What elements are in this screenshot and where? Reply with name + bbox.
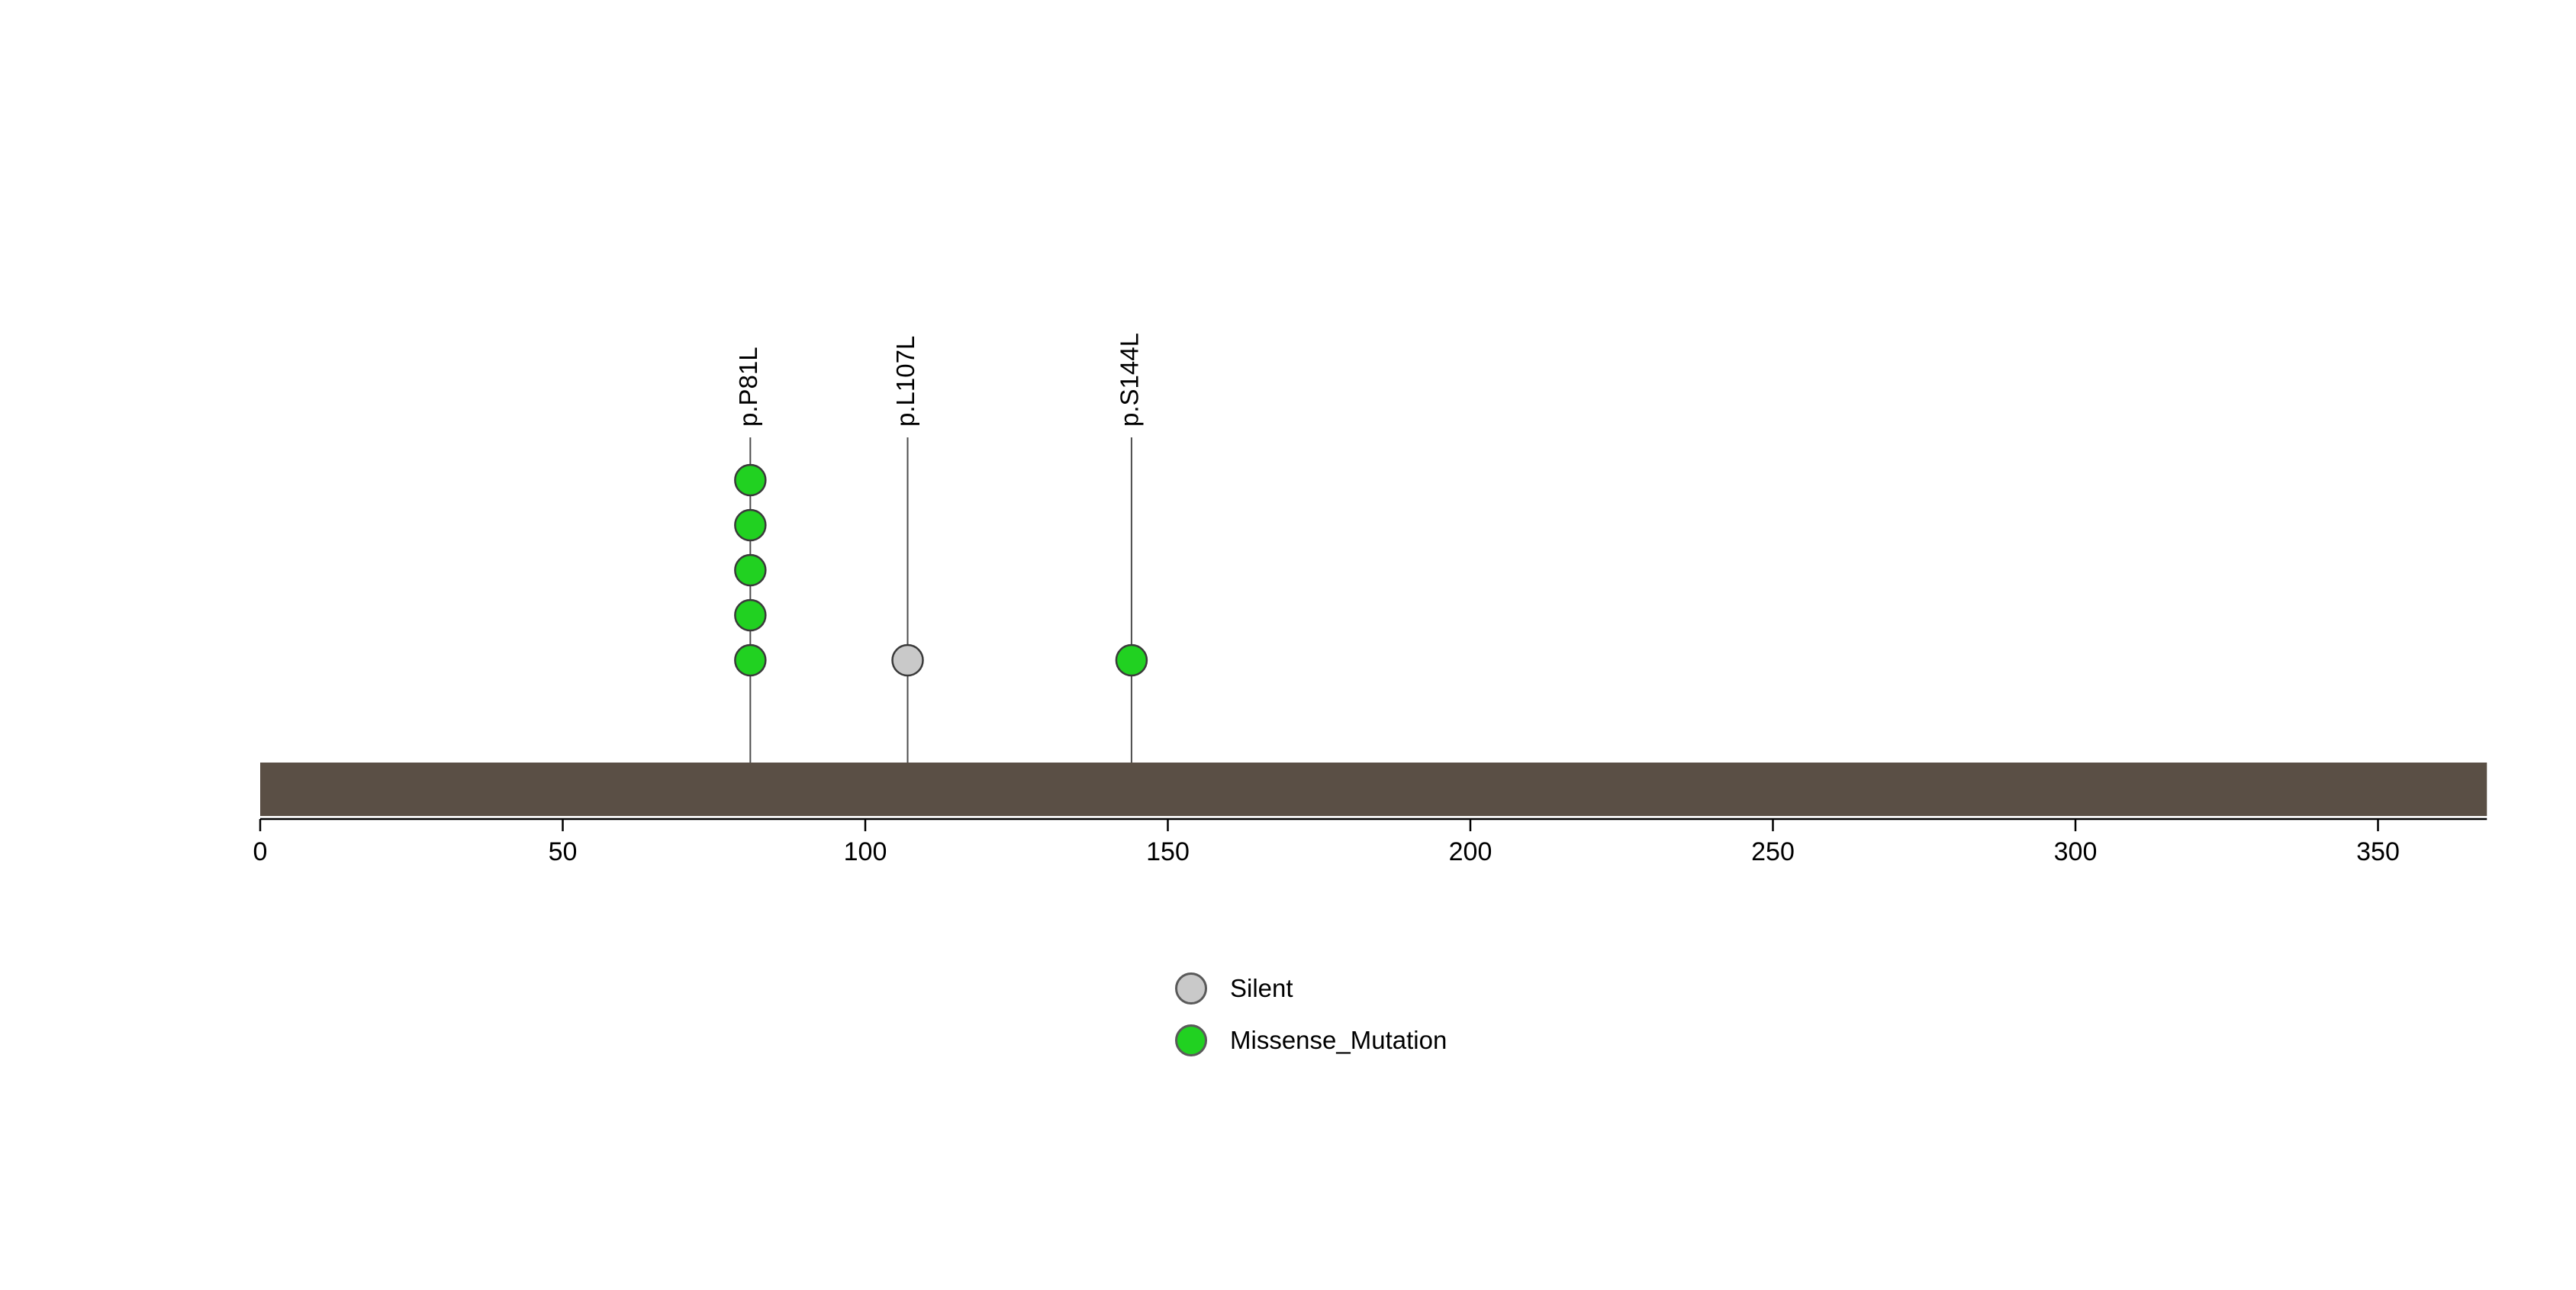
mutation-circle [891,643,924,677]
mutation-circle [734,598,767,632]
x-tick-label: 150 [1146,837,1190,866]
mutation-label: p.S144L [1116,333,1144,427]
legend-item-missense: Missense_Mutation [1175,1023,1447,1058]
mutation-circle [734,508,767,542]
mutation-circle [1115,643,1148,677]
mutation-label: p.P81L [734,347,762,427]
x-tick-label: 0 [253,837,268,866]
legend: Silent Missense_Mutation [1175,971,1447,1075]
legend-label-missense: Missense_Mutation [1230,1026,1447,1054]
mutation-circle [734,463,767,497]
x-tick-label: 50 [549,837,578,866]
legend-item-silent: Silent [1175,971,1447,1006]
missense-swatch-icon [1175,1024,1207,1056]
x-tick-label: 200 [1449,837,1492,866]
legend-label-silent: Silent [1230,974,1293,1002]
mutation-circle [734,553,767,587]
mutation-label: p.L107L [891,336,919,427]
x-tick-label: 250 [1751,837,1795,866]
gene-bar [260,763,2487,816]
x-tick-label: 100 [844,837,887,866]
mutation-circle [734,643,767,677]
x-tick-label: 350 [2356,837,2400,866]
silent-swatch-icon [1175,972,1207,1005]
x-tick-label: 300 [2054,837,2098,866]
